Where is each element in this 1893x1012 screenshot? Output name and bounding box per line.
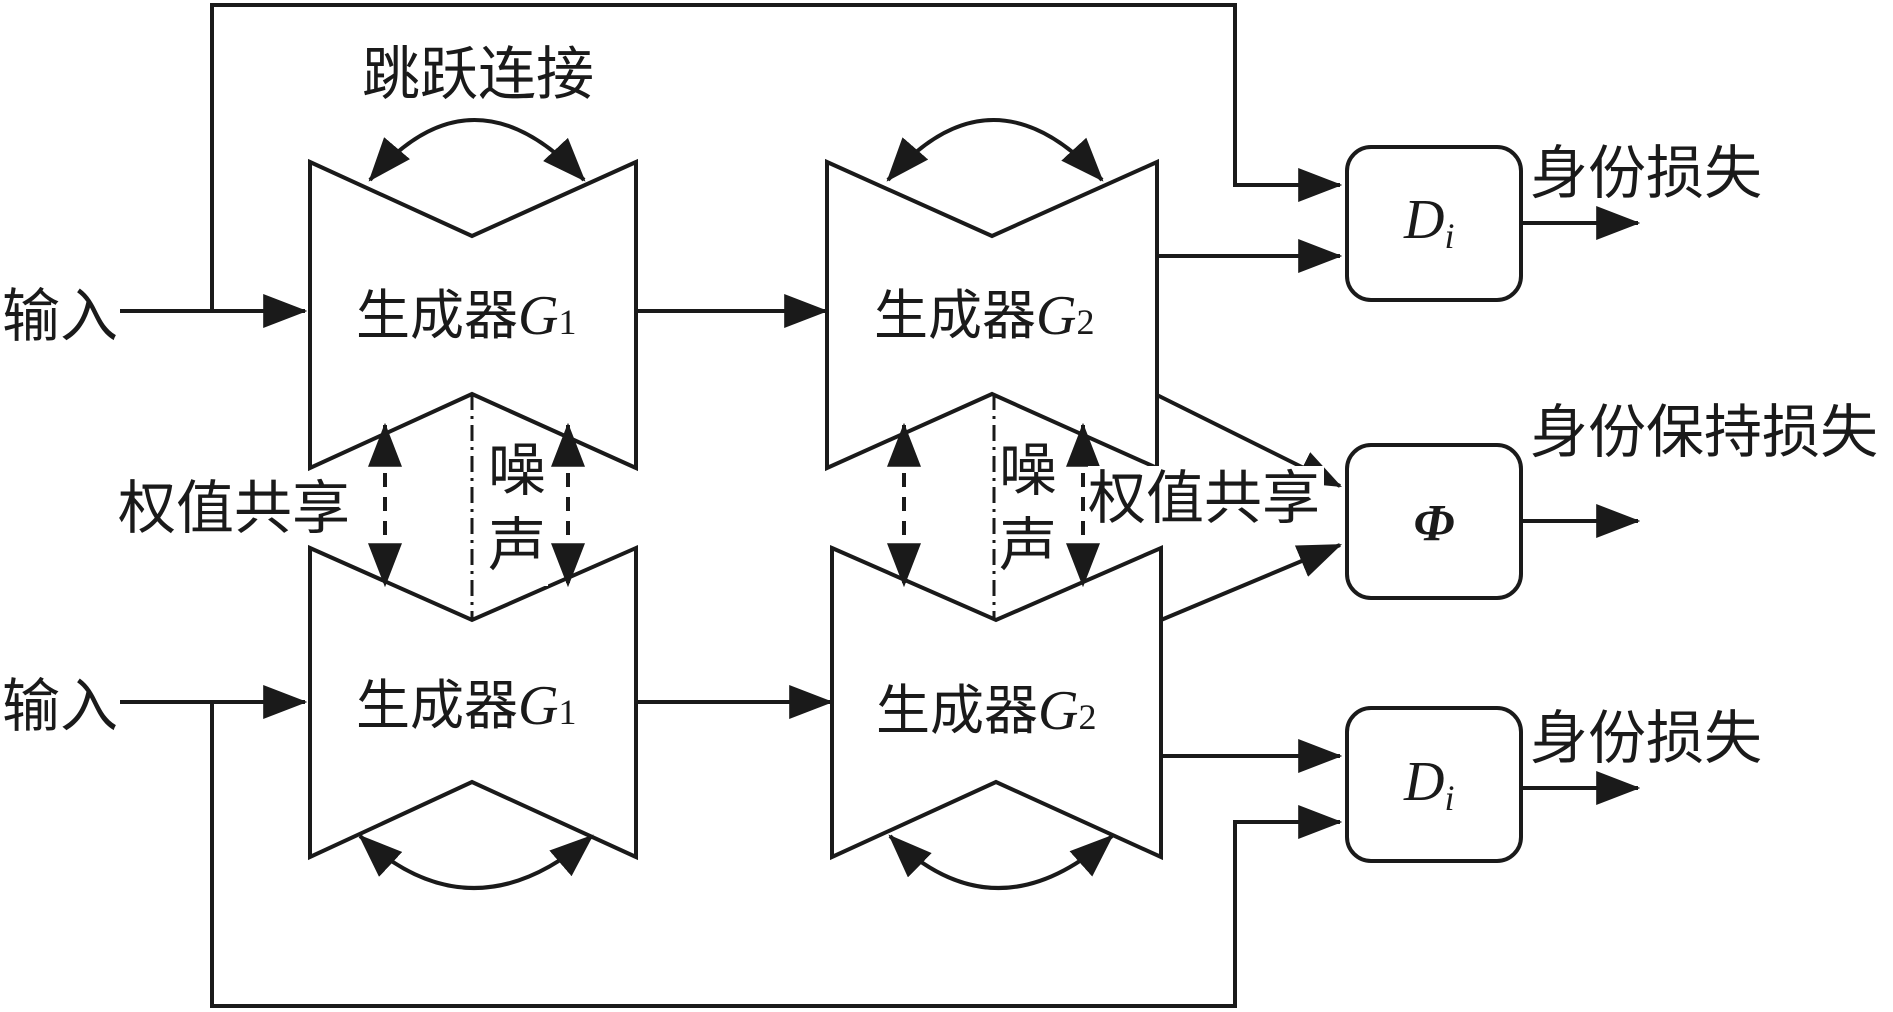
bypass-line-top <box>210 3 1343 311</box>
generator-g2-bottom-label: 生成器G2 <box>876 679 1096 742</box>
bypass-line-bottom <box>210 702 1343 1008</box>
generator-g1-top-label: 生成器G1 <box>356 284 576 347</box>
noise-label-right-1: 噪 <box>999 436 1057 504</box>
generator-g1-bottom-label: 生成器G1 <box>356 674 576 737</box>
noise-label-right-2: 声 <box>999 511 1057 579</box>
skip-connection-label: 跳跃连接 <box>362 40 594 108</box>
noise-label-bg-left <box>486 440 548 586</box>
input-label-bottom: 输入 <box>2 672 118 740</box>
generator-g1-top <box>308 158 638 472</box>
arrow-g2bottom-to-phi <box>1160 543 1343 622</box>
identity-loss-label-bottom: 身份损失 <box>1530 704 1762 772</box>
noise-label-bg-right <box>997 440 1059 586</box>
identity-loss-label-top: 身份损失 <box>1530 139 1762 207</box>
input-label-top: 输入 <box>2 282 118 350</box>
weight-share-label-left: 权值共享 <box>118 474 350 542</box>
generator-g2-bottom <box>830 544 1163 861</box>
discriminator-di-top-label: Di <box>1403 189 1454 256</box>
phi-label: Φ <box>1413 495 1454 552</box>
noise-label-left-2: 声 <box>488 511 546 579</box>
noise-label-left-1: 噪 <box>488 436 546 504</box>
identity-preserve-loss-label: 身份保持损失 <box>1530 398 1878 466</box>
skip-connection-arrow-g2-bottom <box>888 834 1114 890</box>
weight-share-label-bg-left <box>118 476 362 542</box>
weight-share-label-right: 权值共享 <box>1088 464 1320 532</box>
weight-share-label-bg-right <box>1088 466 1324 532</box>
skip-connection-arrow-g2-top <box>886 118 1104 182</box>
discriminator-di-bottom <box>1345 706 1523 863</box>
skip-connection-arrow-g1-top <box>368 118 586 182</box>
skip-connection-arrow-g1-bottom <box>358 834 594 890</box>
generator-g2-top-label: 生成器G2 <box>874 284 1094 347</box>
discriminator-di-bottom-label: Di <box>1403 751 1454 818</box>
